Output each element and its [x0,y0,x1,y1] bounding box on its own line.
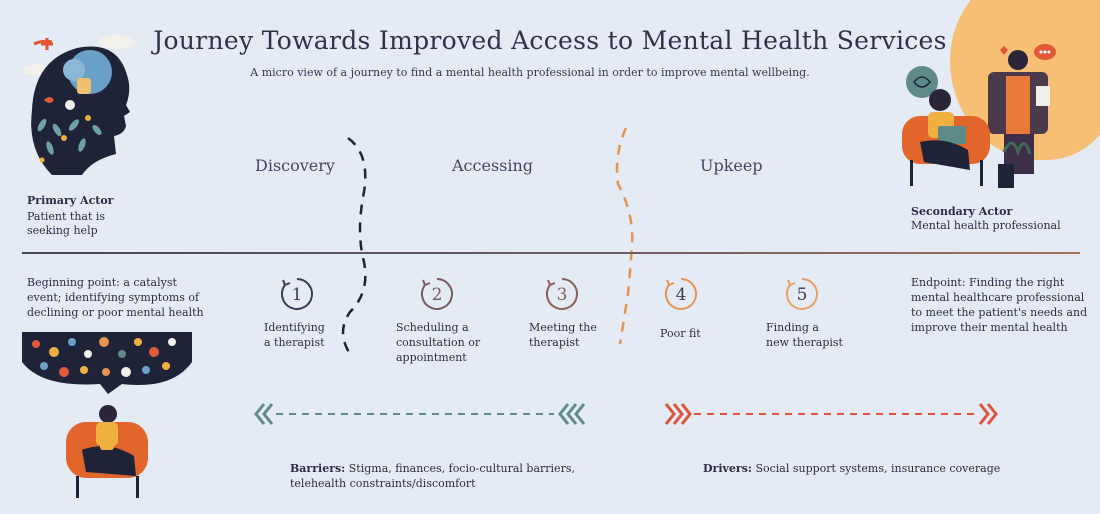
phase-upkeep: Upkeep [700,156,763,175]
step-5-number: 5 [797,285,808,305]
step-5-label-line2: new therapist [766,336,843,349]
phase-discovery: Discovery [255,156,335,175]
step-3-label-line2: therapist [529,336,580,349]
step-1-label-line2: a therapist [264,336,325,349]
drivers-label: Drivers: [703,462,752,475]
barriers-label: Barriers: [290,462,346,475]
endpoint-line3: to meet the patient's needs and [911,306,1088,319]
endpoint-line2: mental healthcare professional [911,291,1085,304]
therapist-illustration [902,44,1056,188]
step-2-label-line3: appointment [396,351,467,364]
page-title: Journey Towards Improved Access to Menta… [153,26,947,55]
step-2-label-line2: consultation or [396,336,481,349]
step-3-number: 3 [557,285,568,305]
drivers-text: Social support systems, insurance covera… [751,462,1001,475]
step-4-number: 4 [676,285,687,305]
primary-actor-heading: Primary Actor [27,194,114,207]
step-4-circle: 4 [665,278,697,310]
barriers-text-line1: Barriers: Stigma, finances, focio-cultur… [290,461,575,476]
timeline-line [22,252,1080,254]
page-subtitle: A micro view of a journey to find a ment… [250,66,810,79]
step-1-label-line1: Identifying [264,321,325,334]
beginning-line1: Beginning point: a catalyst [27,276,177,289]
step-2-number: 2 [432,285,443,305]
head-flowers-illustration [23,35,135,175]
patient-armchair-illustration [66,405,148,498]
endpoint-line1: Endpoint: Finding the right [911,276,1065,289]
phase-accessing: Accessing [452,156,534,175]
step-1-circle: 1 [281,278,313,310]
step-2-label-line1: Scheduling a [396,321,469,334]
primary-actor-line1: Patient that is [27,210,106,223]
step-1-number: 1 [292,285,303,305]
drivers-arrow [664,403,998,425]
endpoint-line4: improve their mental health [911,321,1068,334]
beginning-line2: event; identifying symptoms of [27,291,200,304]
primary-actor-line2: seeking help [27,224,98,237]
phase-divider-1 [341,136,367,355]
secondary-actor-line1: Mental health professional [911,219,1061,232]
step-3-label-line1: Meeting the [529,321,597,334]
step-5-circle: 5 [786,278,818,310]
step-5-label-line1: Finding a [766,321,819,334]
emoji-thought-bubble [22,332,192,394]
drivers-text-line1: Drivers: Social support systems, insuran… [703,461,1000,476]
barriers-text1: Stigma, finances, focio-cultural barrier… [345,462,575,475]
barriers-text-line2: telehealth constraints/discomfort [290,477,476,490]
step-3-circle: 3 [546,278,578,310]
barriers-arrow [254,403,586,425]
beginning-line3: declining or poor mental health [27,306,204,319]
step-2-circle: 2 [421,278,453,310]
step-4-label-line1: Poor fit [660,327,701,340]
phase-divider-2 [615,127,634,345]
secondary-actor-heading: Secondary Actor [911,205,1013,218]
